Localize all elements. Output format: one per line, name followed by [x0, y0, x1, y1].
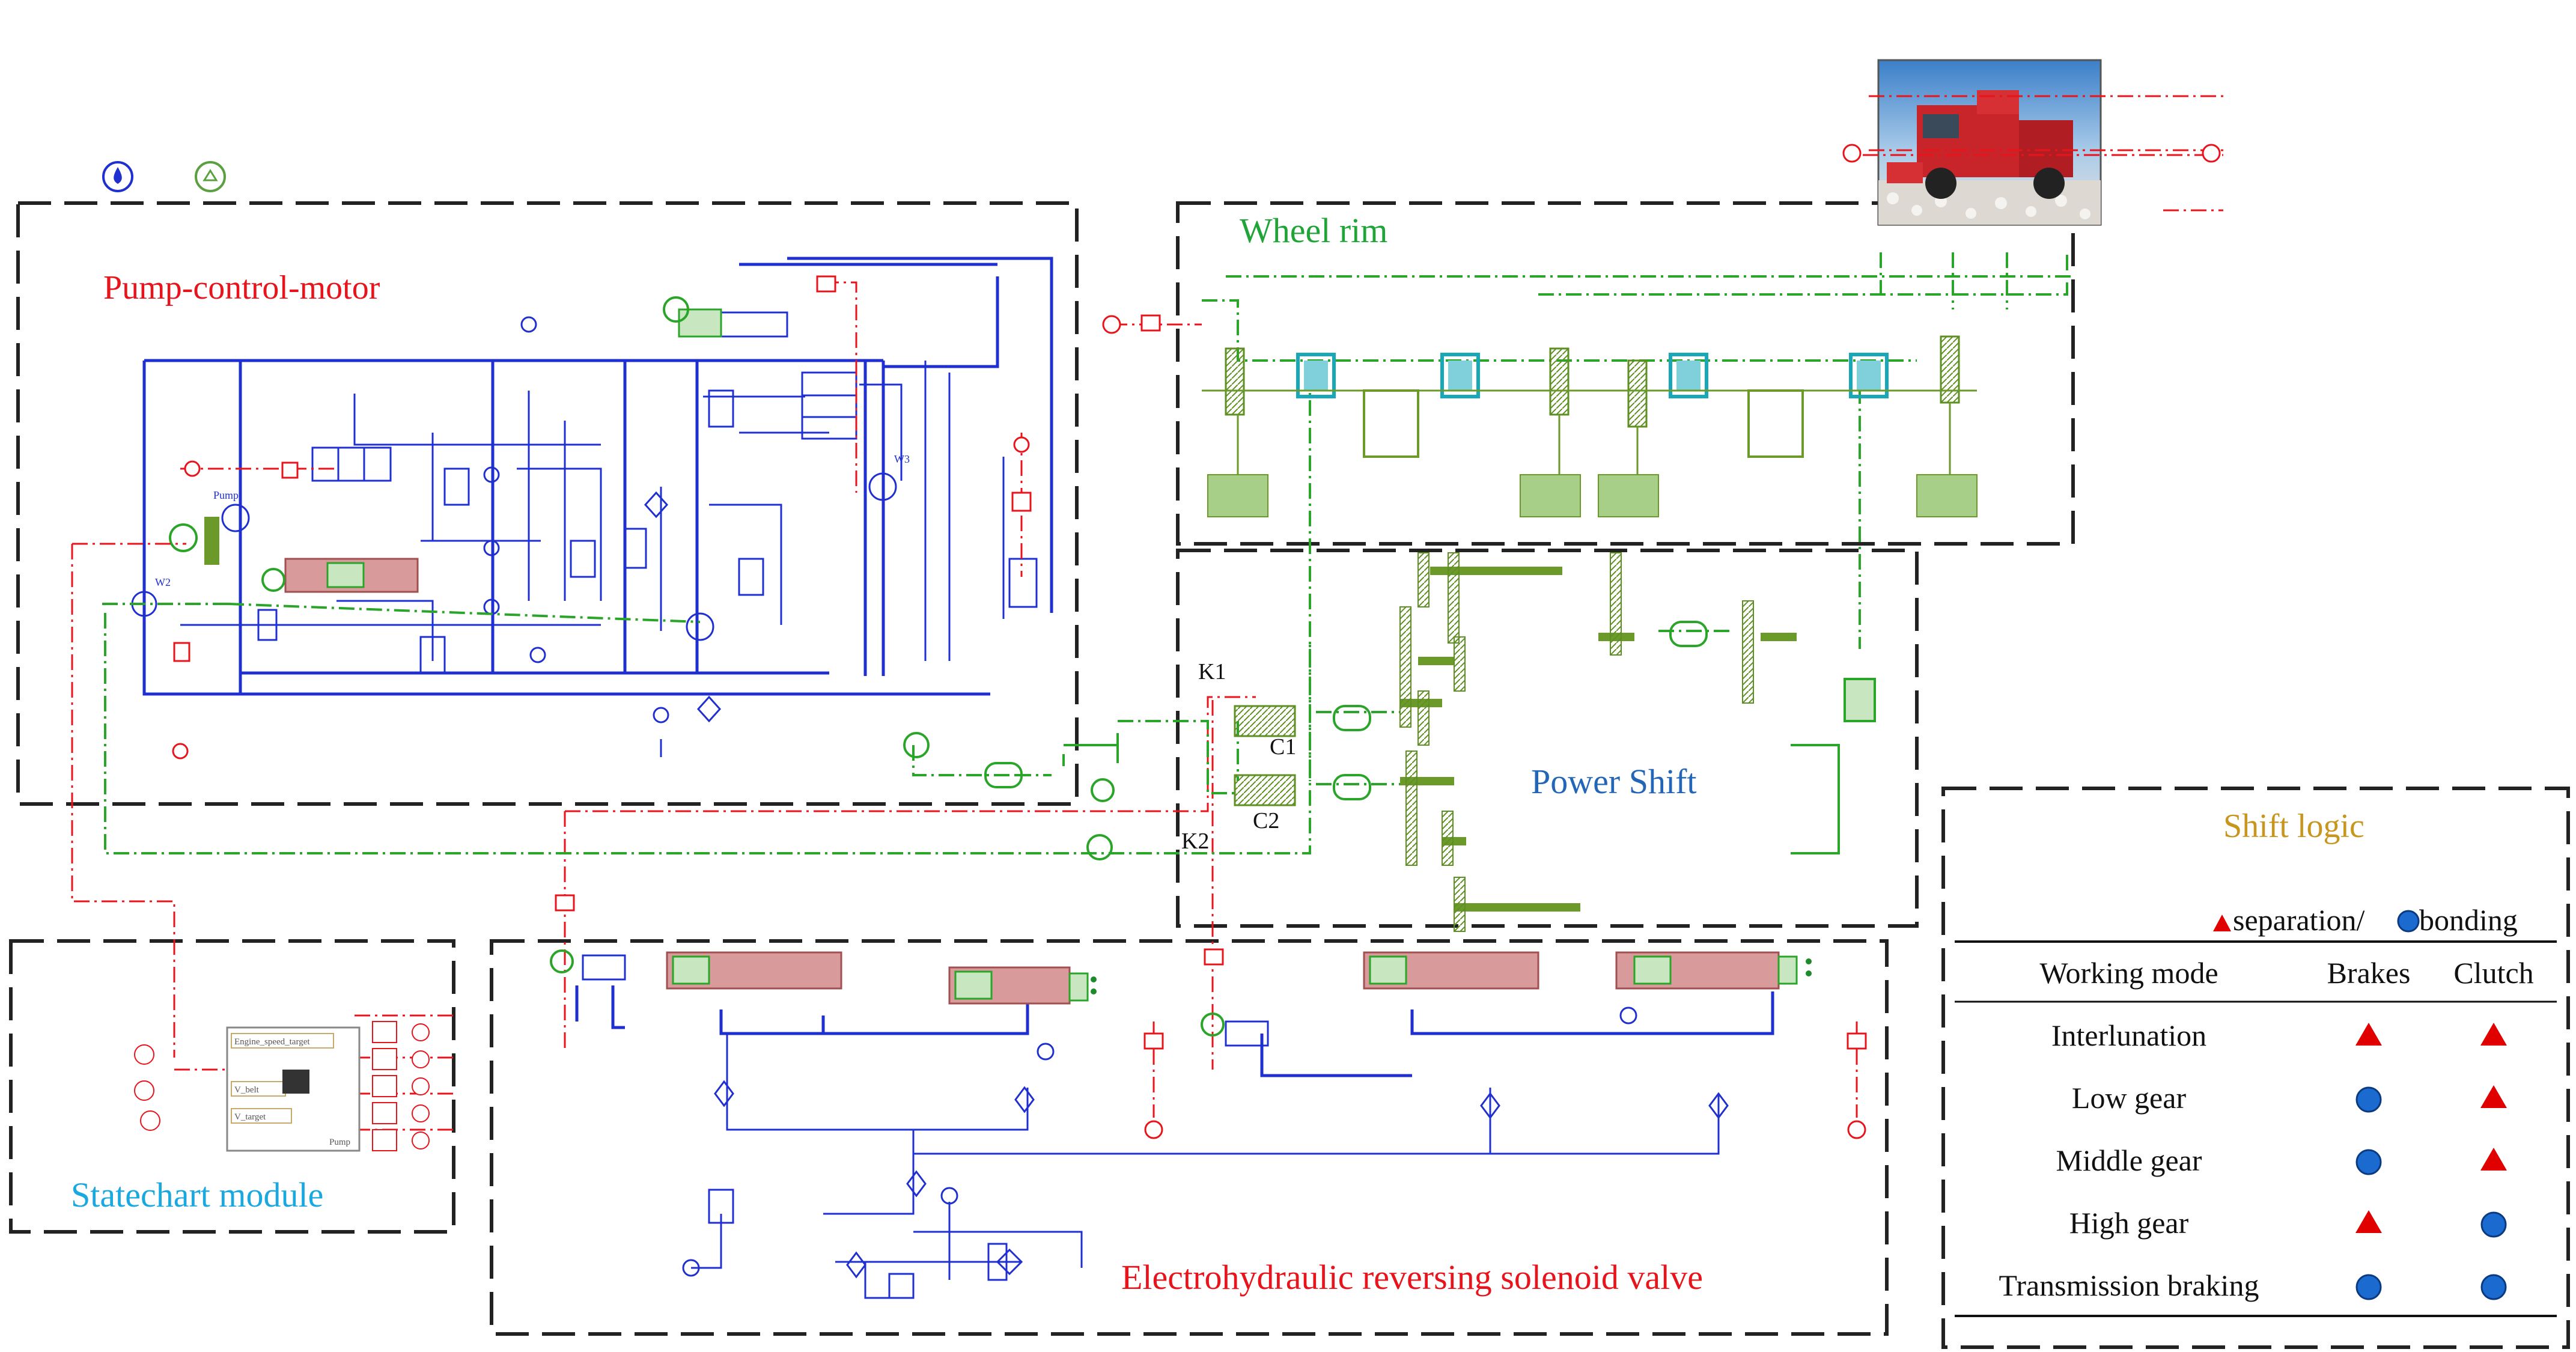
power-shift-title: Power Shift — [1531, 762, 1697, 801]
statechart-region — [9, 939, 455, 1234]
table-row-mode: Transmission braking — [1999, 1268, 2259, 1302]
motor-icon — [868, 472, 897, 501]
pump-control-motor-title: Pump-control-motor — [103, 269, 380, 306]
legend-separation-label: separation/ — [2233, 903, 2364, 937]
clutch-k1-label: K1 — [1198, 659, 1226, 684]
bonding-circle-icon — [2355, 1149, 2382, 1175]
power-shift-gearset — [984, 552, 1876, 932]
cotton-harvester-photo — [1877, 59, 2102, 226]
recycle-icon — [195, 161, 226, 192]
statechart-block: Engine_speed_target V_belt V_target Pump — [134, 1021, 430, 1152]
legend: separation/ bonding — [2213, 903, 2518, 937]
pump-label: Pump — [213, 489, 239, 501]
statechart-signal-0: Engine_speed_target — [234, 1037, 310, 1047]
shift-logic-table: separation/ bonding Working mode Brakes … — [1955, 903, 2557, 1317]
statechart-out-label: Pump — [329, 1137, 350, 1147]
bonding-circle-icon — [2480, 1274, 2507, 1300]
bonding-circle-icon — [2355, 1274, 2382, 1300]
statechart-signal-2: V_target — [234, 1112, 266, 1122]
header-working-mode: Working mode — [2039, 956, 2218, 990]
bonding-circle-icon — [2355, 1086, 2382, 1113]
shift-logic-title: Shift logic — [2223, 808, 2364, 845]
clutch-k2-label: K2 — [1181, 829, 1209, 854]
separation-triangle-icon — [2355, 1210, 2382, 1233]
separation-triangle-icon — [2480, 1085, 2507, 1108]
statechart-module-title: Statechart module — [71, 1175, 323, 1214]
statechart-signal-1: V_belt — [234, 1085, 260, 1095]
legend-bonding-label: bonding — [2419, 903, 2518, 937]
shift-logic-region — [1941, 787, 2570, 1349]
separation-triangle-icon — [2355, 1023, 2382, 1046]
solenoid-valve-title: Electrohydraulic reversing solenoid valv… — [1121, 1258, 1703, 1297]
separation-triangle-icon — [2480, 1023, 2507, 1046]
water-drop-icon — [102, 161, 133, 192]
bonding-circle-icon — [2480, 1211, 2507, 1238]
wheel-rim-region — [1176, 201, 2075, 546]
header-clutch: Clutch — [2453, 956, 2533, 990]
table-row-mode: High gear — [2069, 1206, 2189, 1240]
header-brakes: Brakes — [2327, 956, 2411, 990]
pump-icon — [221, 504, 250, 532]
solenoid-valve-circuit — [550, 949, 1812, 1299]
table-row-mode: Interlunation — [2051, 1019, 2206, 1052]
w2-label: W2 — [155, 576, 171, 588]
table-row-mode: Middle gear — [2056, 1143, 2202, 1177]
table-row-mode: Low gear — [2072, 1081, 2187, 1115]
clutch-c2-label: C2 — [1253, 808, 1279, 833]
solenoid-valve-region — [490, 939, 1889, 1336]
wheel-rim-title: Wheel rim — [1240, 211, 1387, 250]
clutch-c1-label: C1 — [1270, 734, 1296, 760]
pump-control-motor-region — [16, 201, 1079, 806]
charge-pump-icon — [686, 612, 714, 641]
w3-label: W3 — [894, 453, 910, 465]
separation-triangle-icon — [2480, 1148, 2507, 1171]
wheel-rim-assembly — [1202, 335, 1978, 517]
power-shift-region — [1176, 549, 1919, 928]
solenoid-block — [284, 558, 419, 593]
direction-valve — [311, 446, 392, 482]
